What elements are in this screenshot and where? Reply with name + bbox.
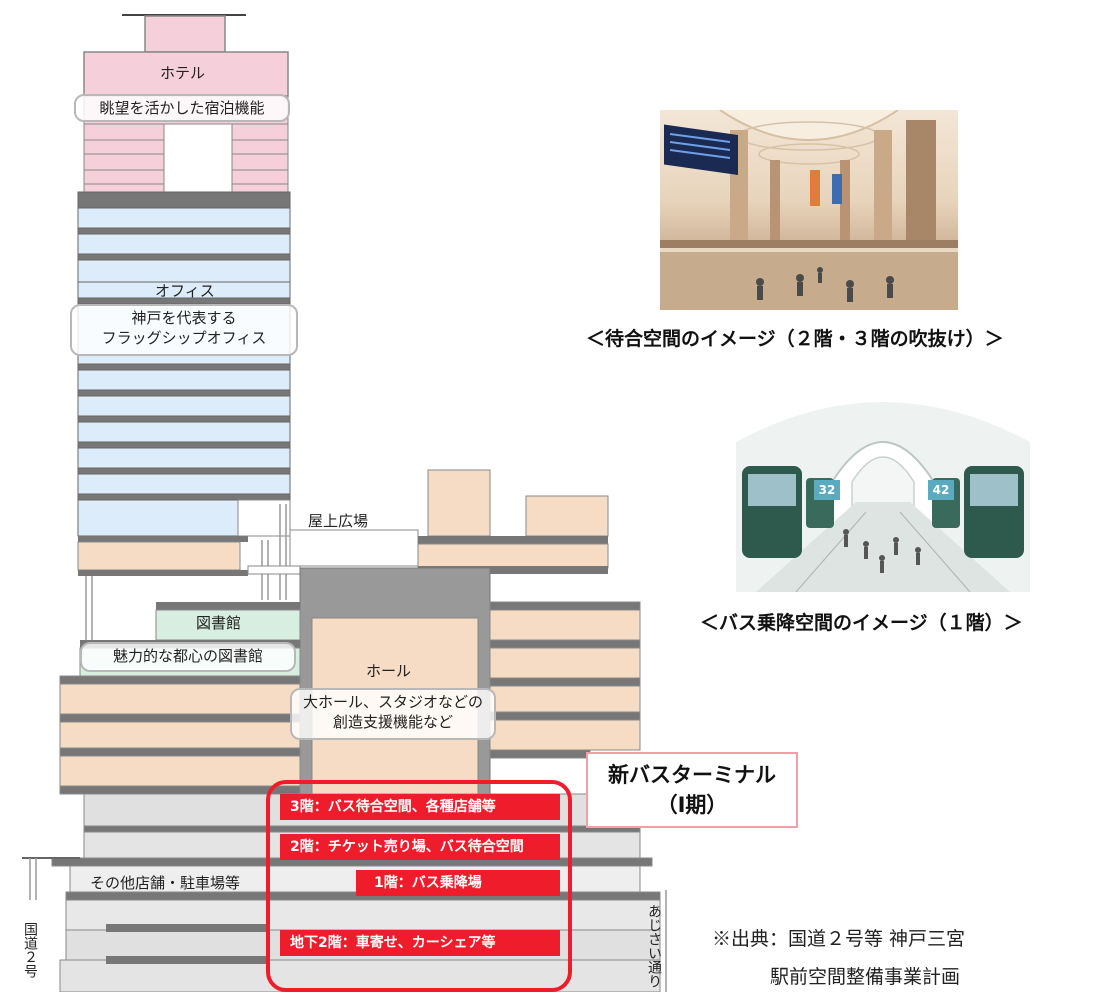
source-line-2: 駅前空間整備事業計画 [770,966,961,988]
departure-board-icon [664,124,738,175]
library-block [155,609,301,641]
waiting-caption: ＜待合空間のイメージ（２階・３階の吹抜け）＞ [586,328,1004,350]
rooftop-label: 屋上広場 [308,512,369,530]
bus-right-icon [964,466,1024,558]
hotel-block [83,51,289,97]
library-title: 図書館 [196,614,242,632]
office-desc: 神戸を代表する フラッグシップオフィス [70,304,298,356]
bus-left-icon [742,466,802,558]
library-desc: 魅力的な都心の図書館 [80,642,296,672]
hotel-crown [144,15,226,53]
hall-desc-line1: 大ホール、スタジオなどの [302,693,483,711]
bay-number-left: 32 [818,483,836,497]
bay-number-right: 42 [932,483,950,497]
terminal-title-box: 新バスターミナル （Ⅰ期） [586,752,798,828]
floor-3-label: 3階：バス待合空間、各種店舗等 [280,794,560,820]
floor-1-label: 1階：バス乗降場 [356,870,560,896]
office-title: オフィス [155,282,215,300]
hotel-desc: 眺望を活かした宿泊機能 [74,94,290,122]
floor-b2-label: 地下2階：車寄せ、カーシェア等 [280,930,560,956]
hall-title: ホール [366,662,412,680]
road-left-label: 国道２号 [22,922,38,978]
bus-caption: ＜バス乗降空間のイメージ（１階）＞ [700,612,1023,634]
waiting-area-image [660,110,958,310]
office-desc-line1: 神戸を代表する [131,309,237,327]
floor-2-label: 2階：チケット売り場、バス待合空間 [280,834,560,860]
other-shops-label: その他店舗・駐車場等 [90,874,241,892]
hotel-wings [83,123,289,193]
source-line-1: ※出典：国道２号等 神戸三宮 [712,928,966,950]
office-desc-line2: フラッグシップオフィス [101,329,267,348]
office-floors [77,191,291,537]
hall-desc-line2: 創造支援機能など [332,713,453,732]
terminal-phase: （Ⅰ期） [656,793,728,817]
terminal-title: 新バスターミナル [608,763,776,787]
bus-area-image: 32 42 [736,382,1030,592]
road-right-label: あじさい通り [646,904,662,988]
terminal-outline [266,780,572,992]
hall-desc: 大ホール、スタジオなどの 創造支援機能など [290,688,496,740]
hotel-title: ホテル [160,64,206,82]
